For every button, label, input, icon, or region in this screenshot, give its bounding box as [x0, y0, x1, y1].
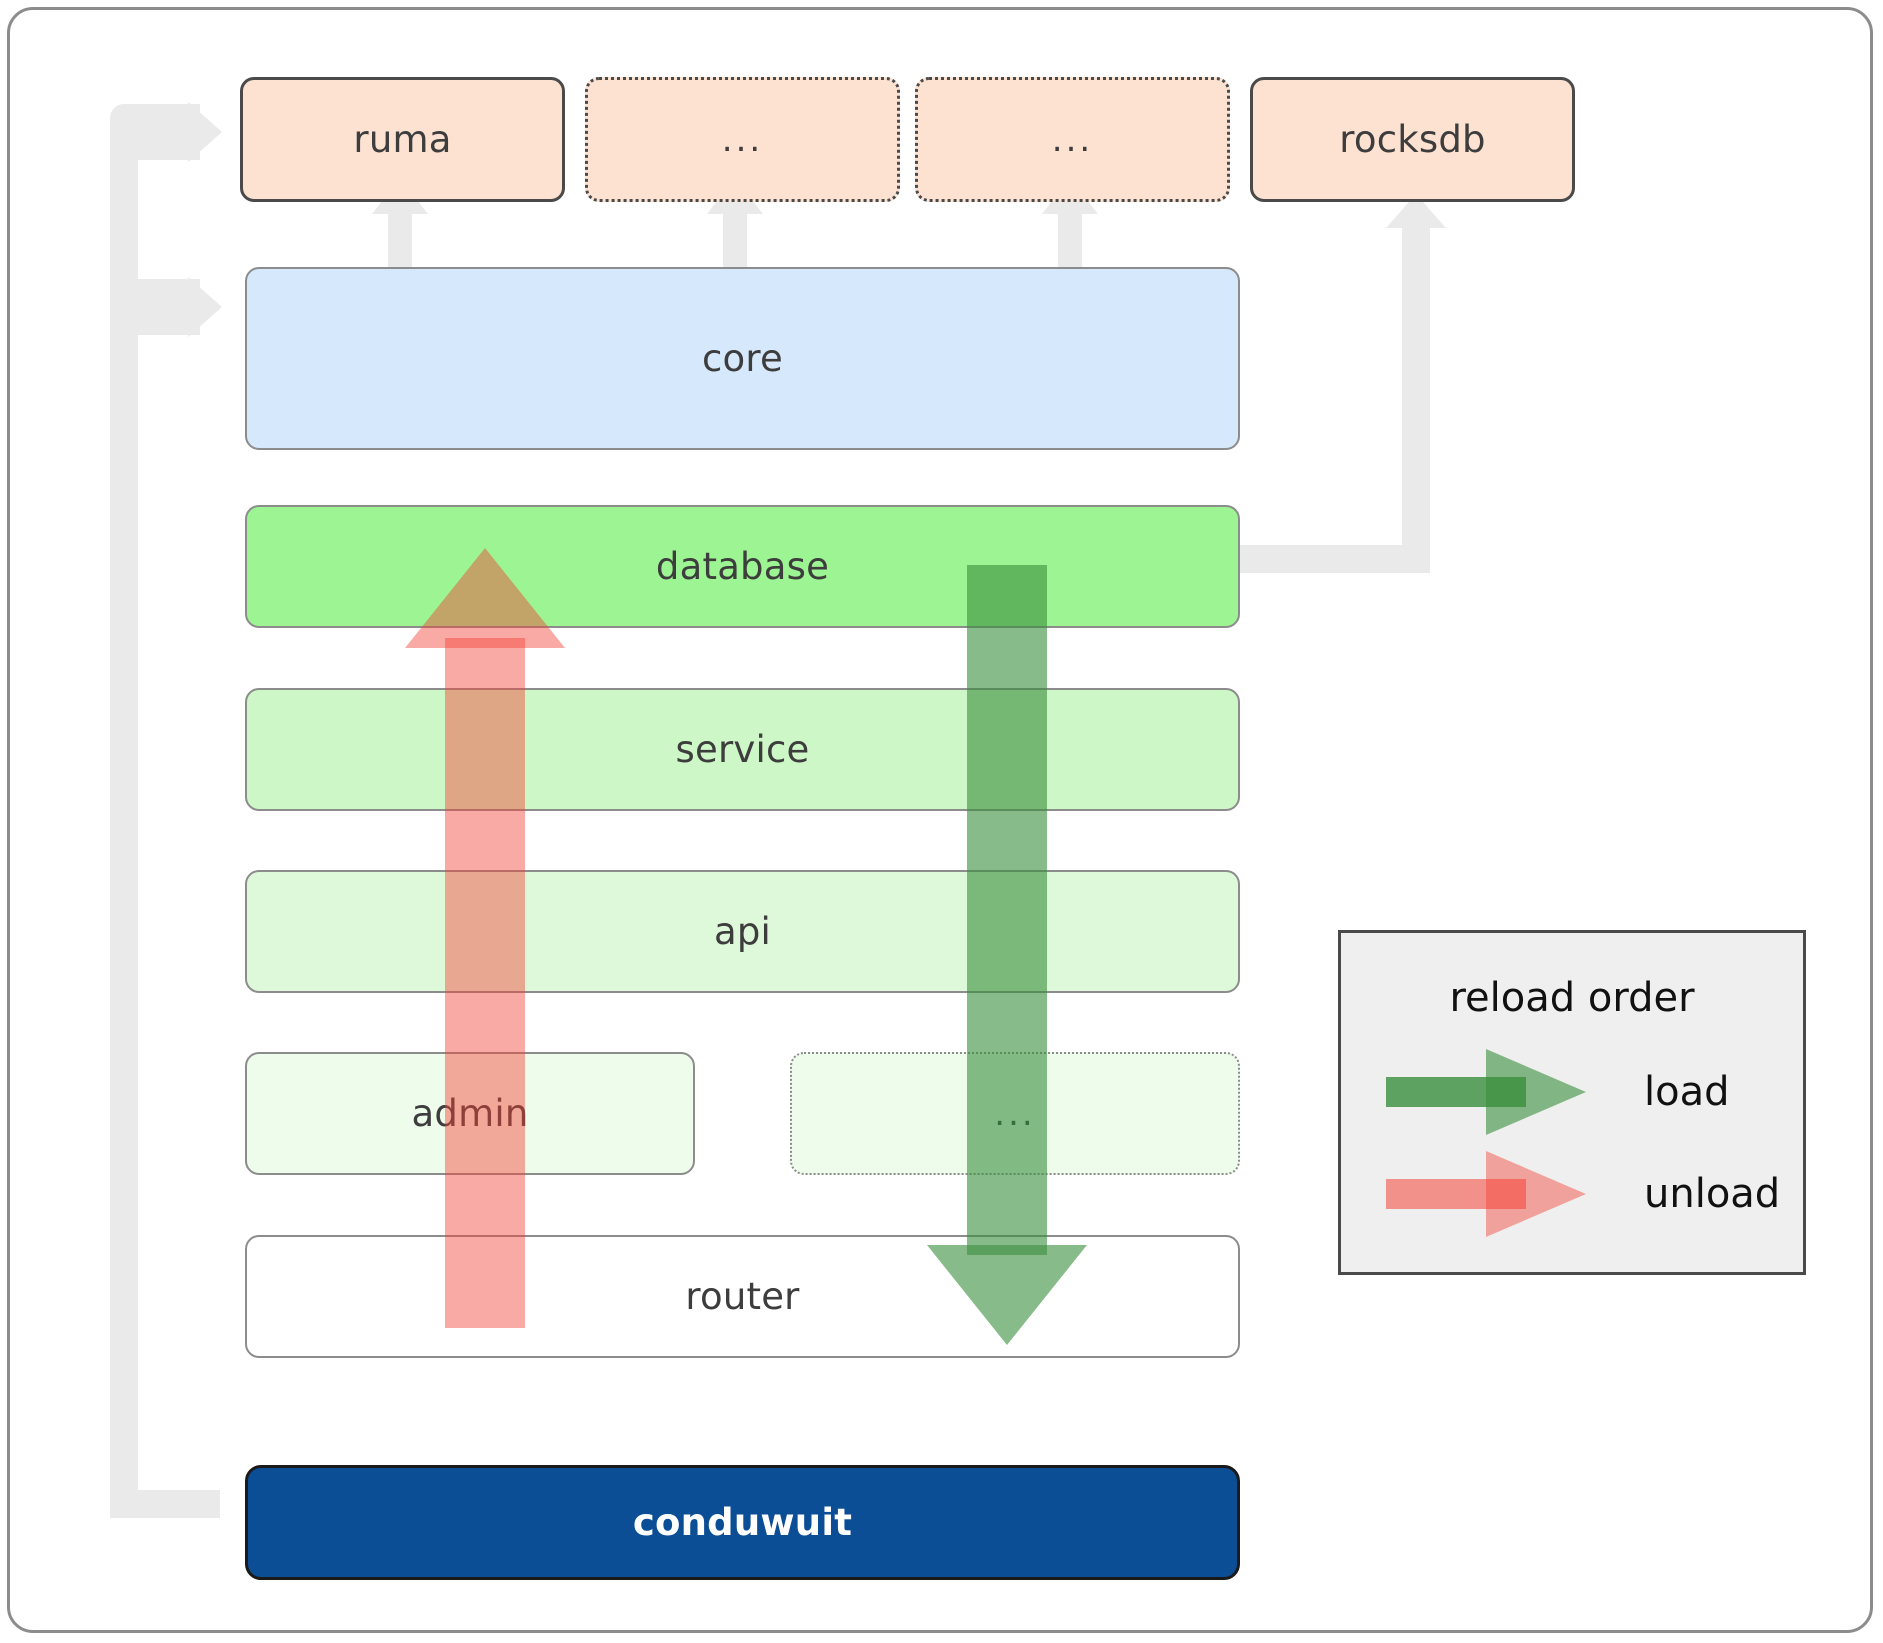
node-database[interactable]: database — [245, 505, 1240, 628]
legend-unload-arrow-icon — [1386, 1151, 1586, 1237]
node-top-ellipsis-2[interactable]: ... — [915, 77, 1230, 202]
legend-panel: reload order load unload — [1338, 930, 1806, 1275]
route-vertical-left — [110, 118, 138, 1518]
node-top-ellipsis-2-label: ... — [1051, 119, 1094, 160]
route-arrow-core-icon — [188, 277, 222, 337]
route-horizontal-to-core — [110, 279, 200, 335]
legend-load-label: load — [1644, 1069, 1730, 1115]
node-api-label: api — [713, 910, 772, 953]
node-top-ellipsis-1-label: ... — [721, 119, 764, 160]
node-admin[interactable]: admin — [245, 1052, 695, 1175]
node-rocksdb[interactable]: rocksdb — [1250, 77, 1575, 202]
node-ruma-label: ruma — [353, 118, 452, 161]
route-db-to-rocksdb-vertical — [1402, 228, 1430, 573]
legend-title: reload order — [1449, 975, 1695, 1021]
legend-row-unload: unload — [1386, 1151, 1781, 1237]
node-core[interactable]: core — [245, 267, 1240, 450]
legend-row-load: load — [1386, 1049, 1730, 1135]
node-service-label: service — [675, 728, 810, 771]
node-ruma[interactable]: ruma — [240, 77, 565, 202]
node-top-ellipsis-1[interactable]: ... — [585, 77, 900, 202]
node-rocksdb-label: rocksdb — [1339, 118, 1486, 161]
route-arrow-ruma-icon — [188, 102, 222, 162]
node-api[interactable]: api — [245, 870, 1240, 993]
legend-unload-label: unload — [1644, 1171, 1781, 1217]
node-conduwuit-label: conduwuit — [632, 1501, 853, 1544]
unload-arrow-icon — [390, 548, 580, 1328]
legend-load-arrow-icon — [1386, 1049, 1586, 1135]
node-router-label: router — [685, 1275, 800, 1318]
node-conduwuit[interactable]: conduwuit — [245, 1465, 1240, 1580]
route-horizontal-to-binary — [110, 1490, 220, 1518]
node-database-label: database — [655, 545, 830, 588]
node-core-label: core — [702, 337, 783, 380]
node-service[interactable]: service — [245, 688, 1240, 811]
route-horizontal-to-ruma — [110, 104, 200, 160]
node-admin-label: admin — [411, 1092, 529, 1135]
load-arrow-icon — [912, 565, 1102, 1345]
